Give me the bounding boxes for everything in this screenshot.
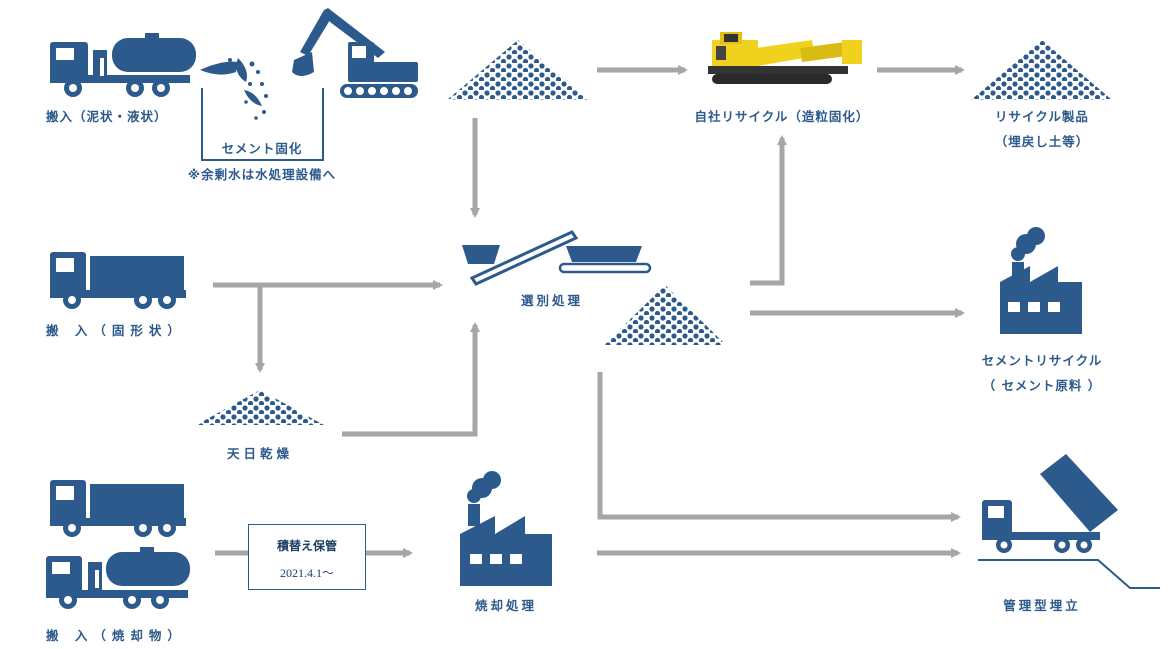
conveyor-icon (462, 230, 652, 286)
intake-solid-label: 搬 入（固形状） (46, 323, 186, 338)
landfill-label: 管理型埋立 (1003, 598, 1081, 613)
factory-icon (460, 471, 552, 586)
dump-truck-icon (50, 252, 186, 309)
reload-storage-label: 積替え保管 (276, 539, 337, 553)
excavator-icon (292, 8, 418, 98)
recycled-product-label: リサイクル製品 (995, 109, 1089, 124)
reload-storage-box: 積替え保管 2021.4.1～ (248, 524, 366, 590)
sun-drying-label: 天日乾燥 (226, 446, 294, 461)
tank-truck-icon (50, 33, 196, 97)
dump-truck-icon (50, 480, 186, 537)
tipping-truck-icon (982, 454, 1118, 553)
landfill-ground (978, 559, 1160, 589)
gravel-pile-icon (971, 40, 1112, 100)
arrow-drying-to-sorting (342, 322, 480, 437)
incineration-label: 焼却処理 (474, 598, 538, 613)
arrow-sorting-to-landfill (597, 372, 961, 522)
gravel-pile-icon (447, 40, 590, 100)
intake-incin-label: 搬 入（焼却物） (46, 628, 186, 643)
self-recycle-label: 自社リサイクル（造粒固化） (694, 109, 870, 124)
excess-water-label: ※余剰水は水処理設備へ (187, 167, 337, 182)
water-splash-icon (200, 58, 268, 120)
gravel-pile-icon (604, 285, 726, 345)
sorting-label: 選別処理 (520, 293, 584, 308)
crusher-machine-icon (708, 32, 862, 84)
gravel-pile-icon (196, 390, 324, 425)
cement-recycle-label: セメントリサイクル (981, 353, 1103, 368)
reload-date-label: 2021.4.1～ (279, 566, 334, 580)
arrow-sorting-to-recycle (750, 135, 787, 286)
cement-recycle-sub-label: （ セメント原料 ） (982, 378, 1102, 393)
recycled-product-sub-label: （埋戻し土等） (994, 134, 1090, 149)
cement-bracket (201, 88, 324, 161)
cement-solidify-label: セメント固化 (221, 141, 303, 156)
factory-icon (1000, 227, 1082, 334)
tank-truck-icon (46, 547, 190, 609)
flow-arrows (213, 65, 965, 558)
intake-sludge-label: 搬入（泥状・液状） (46, 109, 168, 124)
